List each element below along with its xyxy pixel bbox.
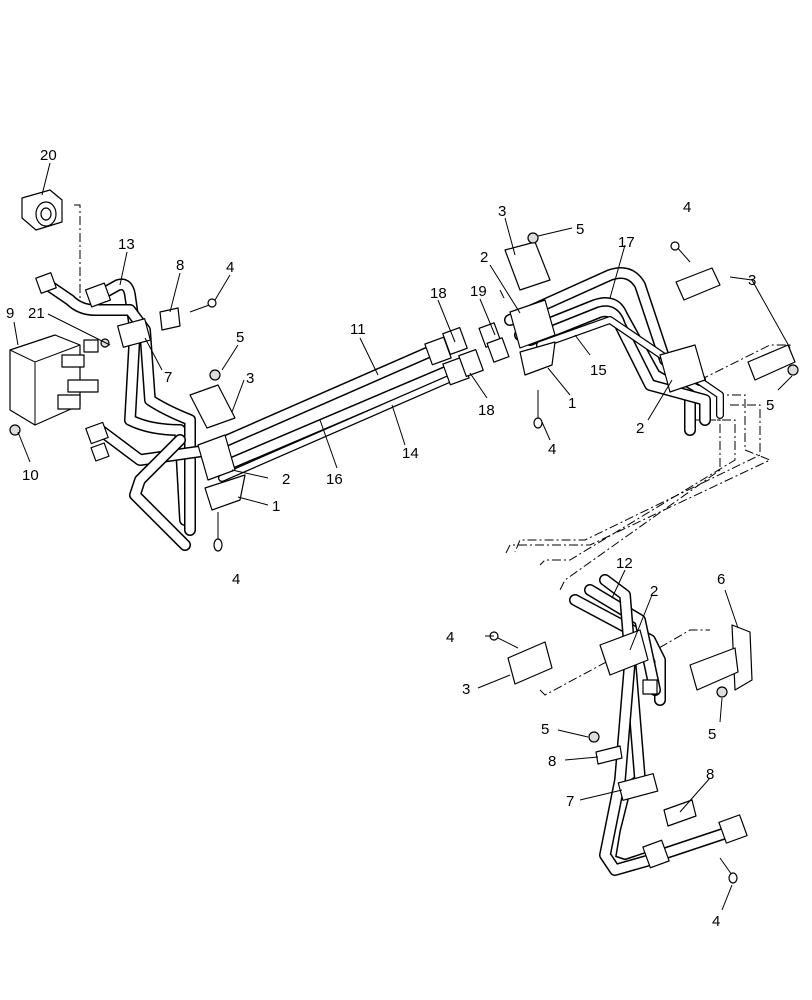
callout-2: 2 xyxy=(282,471,290,488)
callout-12: 12 xyxy=(616,555,633,572)
callout-labels: 20 13 8 4 9 21 7 5 3 10 2 1 4 16 14 11 1… xyxy=(6,147,774,930)
pipe-14 xyxy=(209,362,461,476)
callout-2: 2 xyxy=(636,420,644,437)
leader-lines xyxy=(13,162,793,911)
callout-4: 4 xyxy=(232,571,240,588)
callout-8: 8 xyxy=(706,766,714,783)
callout-20: 20 xyxy=(40,147,57,164)
callout-17: 17 xyxy=(618,234,635,251)
callout-11: 11 xyxy=(350,321,366,338)
callout-14: 14 xyxy=(402,445,419,462)
nuts-5 xyxy=(9,232,799,743)
callout-10: 10 xyxy=(22,467,39,484)
callout-4: 4 xyxy=(548,441,556,458)
callout-8: 8 xyxy=(548,753,556,770)
brackets xyxy=(189,241,796,691)
pipe-16 xyxy=(218,368,469,482)
callout-15: 15 xyxy=(590,362,607,379)
callout-2: 2 xyxy=(650,583,658,600)
clamps xyxy=(117,299,706,801)
callout-5: 5 xyxy=(708,726,716,743)
callout-21: 21 xyxy=(28,305,45,322)
plates-8 xyxy=(159,307,697,827)
callout-4: 4 xyxy=(712,913,720,930)
callout-3: 3 xyxy=(462,681,470,698)
callout-2: 2 xyxy=(480,249,488,266)
callout-4: 4 xyxy=(683,199,691,216)
pipe-17 xyxy=(504,267,706,386)
callout-6: 6 xyxy=(717,571,725,588)
callout-5: 5 xyxy=(236,329,244,346)
callout-19: 19 xyxy=(470,283,487,300)
callout-4: 4 xyxy=(446,629,454,646)
callout-13: 13 xyxy=(118,236,135,253)
callout-1: 1 xyxy=(272,498,280,515)
callout-8: 8 xyxy=(176,257,184,274)
callout-4: 4 xyxy=(226,259,234,276)
valve-block-9 xyxy=(9,334,99,426)
callout-3: 3 xyxy=(246,370,254,387)
callout-3: 3 xyxy=(498,203,506,220)
callout-16: 16 xyxy=(326,471,343,488)
callout-5: 5 xyxy=(541,721,549,738)
callout-5: 5 xyxy=(766,397,774,414)
callout-5: 5 xyxy=(576,221,584,238)
pipe-12 xyxy=(569,574,741,876)
elbow-fitting-20 xyxy=(21,189,63,231)
callout-18: 18 xyxy=(430,285,447,302)
callout-7: 7 xyxy=(566,793,574,810)
callout-7: 7 xyxy=(164,369,172,386)
callout-9: 9 xyxy=(6,305,14,322)
callout-1: 1 xyxy=(568,395,576,412)
bolts-4 xyxy=(189,241,738,884)
callout-18: 18 xyxy=(478,402,495,419)
pipe-11 xyxy=(199,339,451,456)
callout-3: 3 xyxy=(748,272,756,289)
nut-fittings xyxy=(35,272,748,869)
